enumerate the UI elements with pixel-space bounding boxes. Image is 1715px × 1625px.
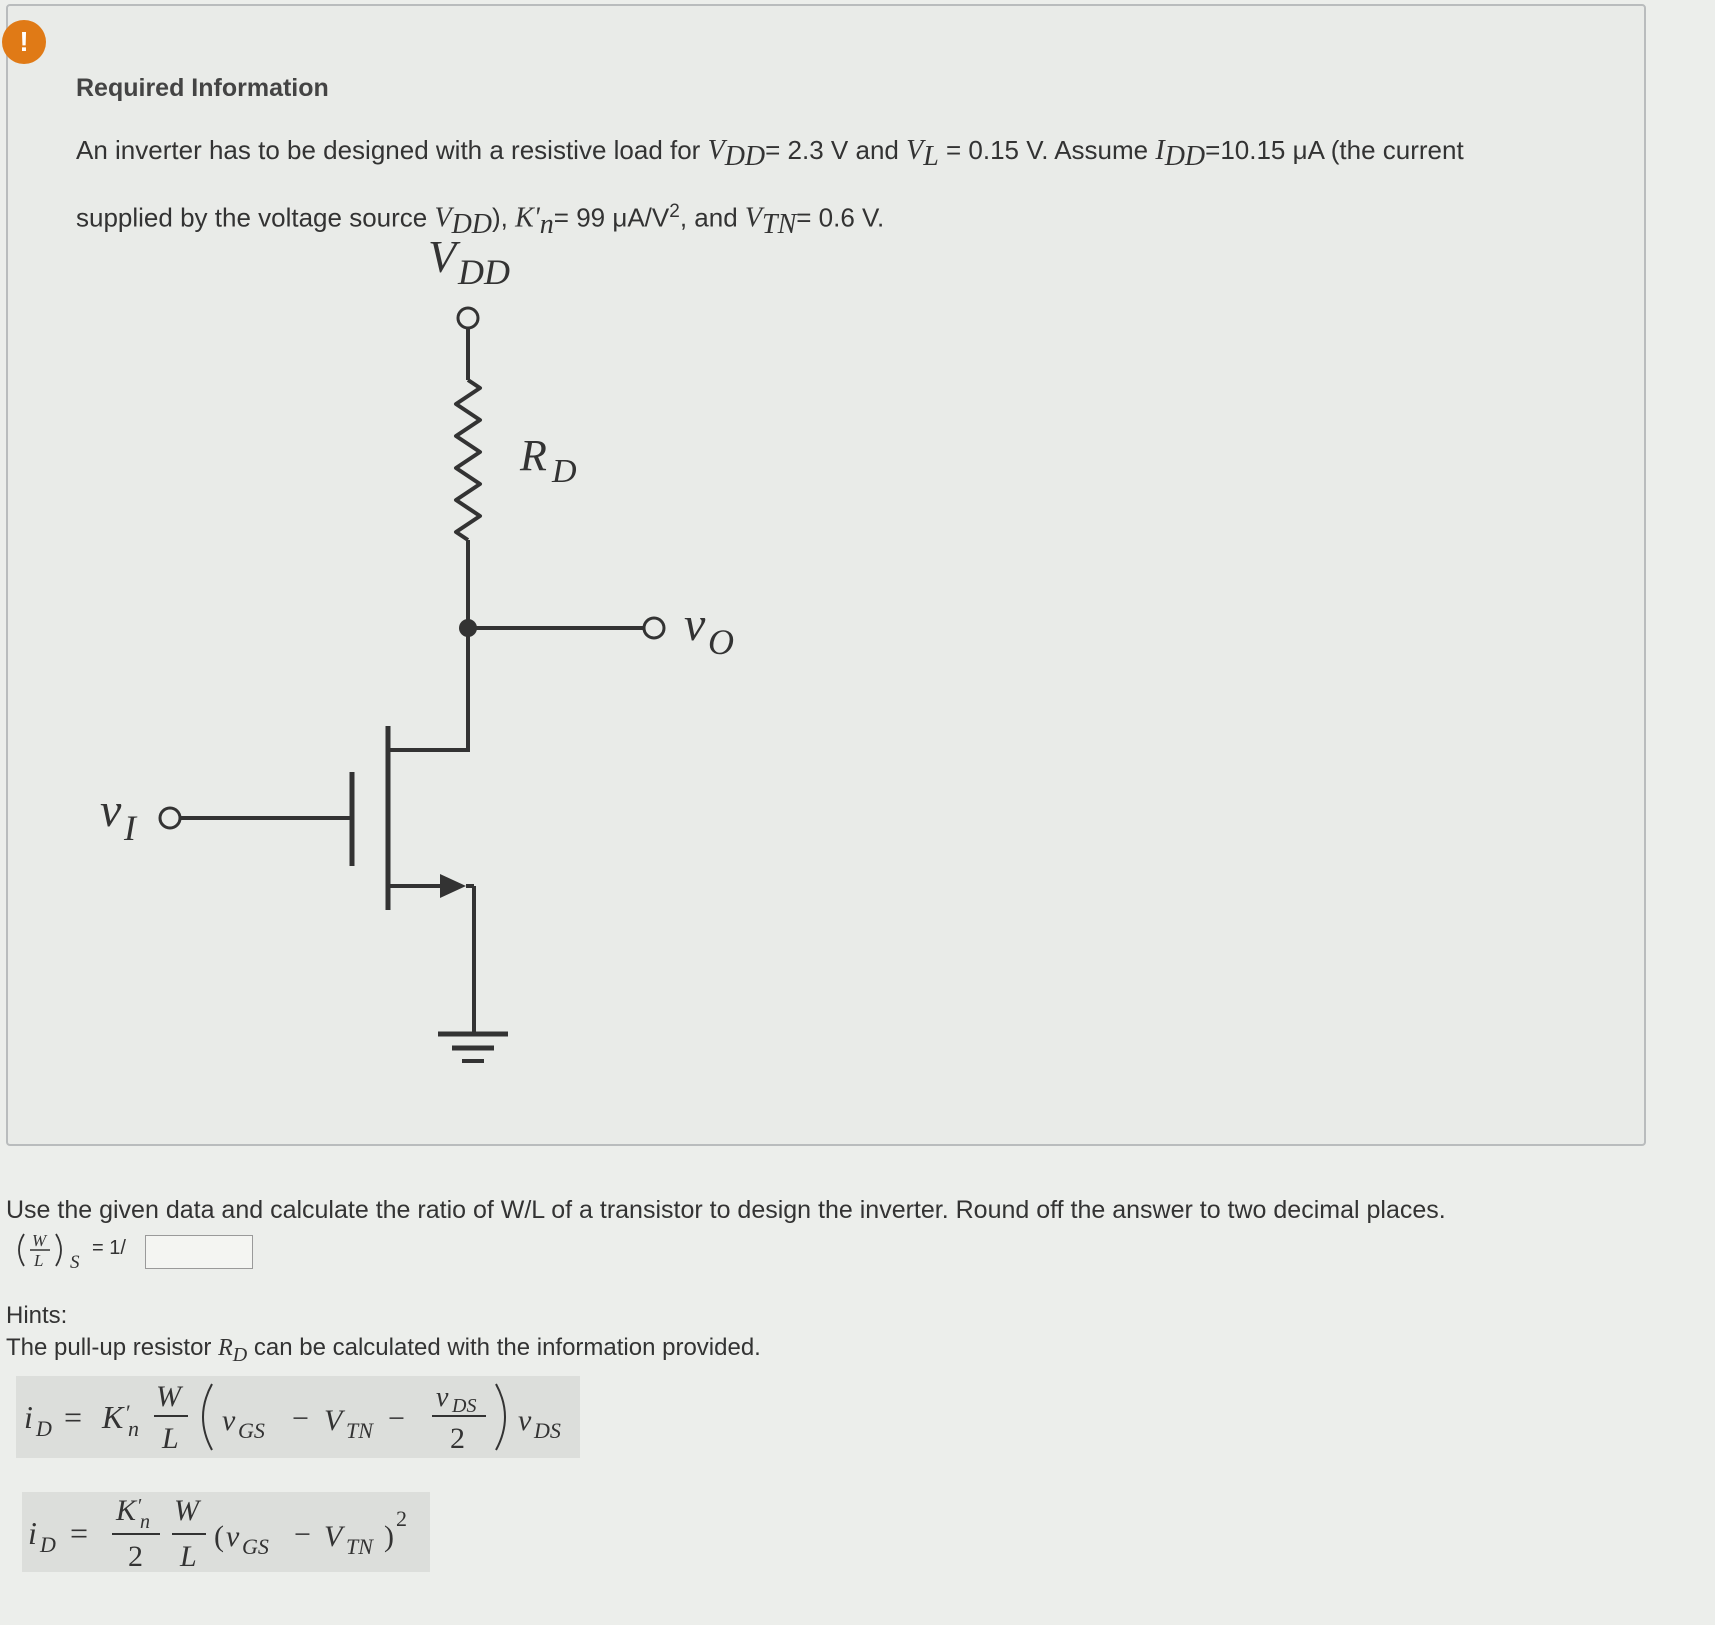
eq-l: L (179, 1540, 197, 1572)
text: = 99 μA/V (553, 202, 670, 233)
text: An inverter has to be designed with a re… (76, 135, 708, 165)
eq-k-sub: n (140, 1511, 150, 1533)
eq-vtn: V (324, 1404, 346, 1437)
vdd-terminal (456, 306, 480, 330)
text: The pull-up resistor (6, 1334, 219, 1361)
text: = 2.3 V and (765, 135, 907, 165)
prime: ′ (126, 1400, 131, 1425)
vi-label-sub: I (123, 808, 138, 848)
eq-vtn-sub: TN (346, 1418, 374, 1443)
sub: TN (762, 209, 797, 241)
eq-square: 2 (396, 1506, 407, 1531)
text: = 0.15 V. Assume (938, 135, 1156, 165)
source-arrow-icon (440, 874, 466, 898)
var: V (906, 135, 924, 166)
eq-w: W (174, 1494, 202, 1527)
eq-lhs-sub: D (39, 1532, 56, 1557)
text: can be calculated with the information p… (247, 1334, 761, 1361)
sub: D (232, 1343, 248, 1366)
var: R (218, 1335, 233, 1361)
ground-icon (438, 1031, 508, 1063)
wl-ratio-fraction: W L S = 1/ (18, 1231, 126, 1272)
frac-w: W (32, 1231, 48, 1250)
eq-lhs: i (28, 1515, 37, 1551)
hints-heading: Hints: (6, 1302, 68, 1329)
eq-l: L (161, 1422, 179, 1455)
eq-vgs: v (222, 1404, 236, 1437)
text: supplied by the voltage source (76, 202, 435, 233)
var: V (707, 135, 725, 166)
alert-icon: ! (2, 20, 46, 64)
var: I (1155, 135, 1165, 166)
vo-terminal (642, 616, 666, 640)
question-text: Use the given data and calculate the rat… (6, 1196, 1446, 1224)
vdd-label-sub: DD (457, 252, 510, 292)
eq-vds: v (518, 1404, 532, 1437)
vi-terminal (158, 806, 182, 830)
eq-vtn: V (324, 1520, 346, 1553)
text: , and (679, 202, 745, 233)
sub: DD (724, 141, 766, 173)
paren-close: ) (384, 1520, 394, 1553)
paren-open: ( (214, 1520, 224, 1553)
eq-k: K (101, 1399, 125, 1435)
eq-vds-num: v (436, 1382, 449, 1413)
eq-two: 2 (450, 1422, 465, 1455)
sub: n (539, 209, 554, 241)
resistor-rd (454, 378, 482, 542)
eq-equals: = (64, 1399, 82, 1435)
eq-minus: − (294, 1518, 311, 1551)
inverter-circuit-diagram: V DD R D v O v I (100, 231, 734, 1063)
problem-statement: An inverter has to be designed with a re… (76, 124, 1576, 254)
vo-label-sub: O (708, 622, 734, 662)
text: ), (492, 202, 516, 233)
sub: L (923, 141, 939, 173)
text: = 0.6 V. (796, 202, 885, 233)
frac-l: L (33, 1251, 43, 1270)
eq-lhs-sub: D (35, 1416, 52, 1441)
eq-minus: − (388, 1402, 405, 1435)
eq-equals: = (70, 1515, 88, 1551)
equals-label: = 1/ (92, 1237, 126, 1259)
eq-k: K (115, 1494, 138, 1527)
frac-sub: S (70, 1252, 80, 1272)
eq-vds-num-sub: DS (451, 1395, 476, 1417)
equation-saturation: i D = K ′ n 2 W L ( v GS − V TN ) 2 (22, 1492, 430, 1572)
vdd-label: V (428, 231, 461, 282)
prime: ′ (138, 1495, 142, 1517)
eq-vgs-sub: GS (242, 1534, 269, 1559)
sup: 2 (669, 201, 680, 223)
section-title: Required Information (76, 74, 329, 102)
eq-minus: − (292, 1402, 309, 1435)
rd-label: R (519, 431, 547, 480)
answer-input[interactable] (145, 1235, 253, 1269)
eq-vgs: v (226, 1520, 240, 1553)
eq-vds-sub: DS (533, 1418, 561, 1443)
var: V (744, 202, 762, 234)
sub: DD (451, 209, 493, 241)
eq-two: 2 (128, 1540, 143, 1572)
hints-section: Hints: The pull-up resistor RD can be ca… (6, 1300, 761, 1371)
eq-lhs: i (24, 1399, 33, 1435)
text: =10.15 μA (the current (1205, 135, 1464, 165)
eq-vgs-sub: GS (238, 1418, 265, 1443)
vo-label: v (684, 598, 706, 651)
rd-label-sub: D (551, 453, 577, 490)
equation-triode: i D = K ′ n W L v GS − V TN − v DS 2 v D… (16, 1376, 580, 1458)
eq-vtn-sub: TN (346, 1534, 374, 1559)
eq-w: W (156, 1380, 184, 1413)
sub: DD (1164, 141, 1206, 173)
problem-panel: ! Required Information An inverter has t… (2, 4, 1646, 1146)
eq-k-sub: n (128, 1416, 139, 1441)
var: V (434, 202, 452, 234)
hints-text: The pull-up resistor RD can be calculate… (6, 1332, 761, 1371)
vi-label: v (100, 784, 122, 837)
var: K' (515, 202, 540, 234)
